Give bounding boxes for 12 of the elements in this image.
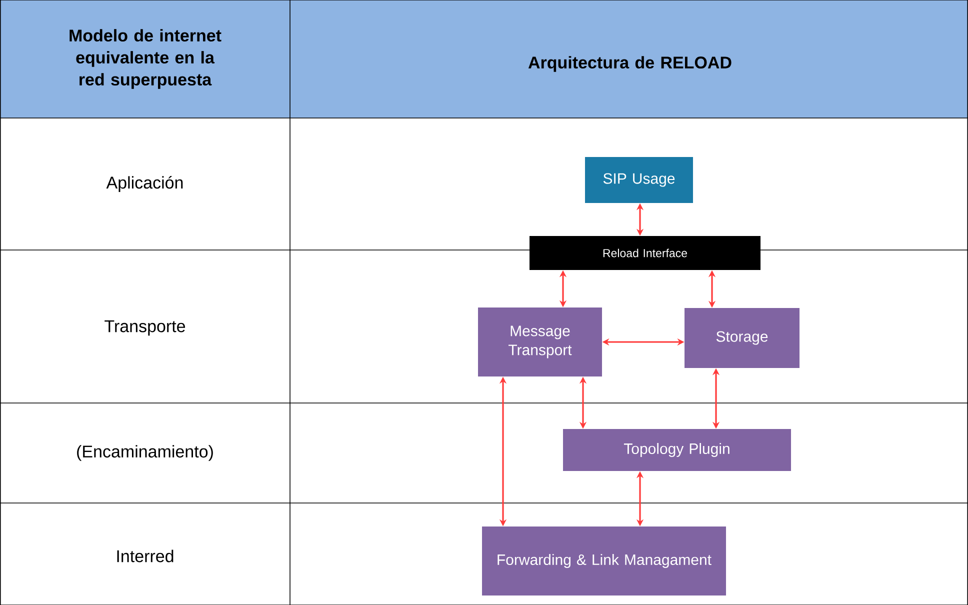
process-box: Storage — [684, 308, 800, 368]
interface-bar: Reload Interface — [530, 236, 760, 270]
layer-name: Aplicación — [106, 176, 183, 192]
layer-name: Interred — [117, 550, 174, 562]
column-header: Modelo de internet equivalente en la red superpuesta — [70, 29, 222, 89]
layer-name: (Encaminamiento) — [77, 445, 213, 461]
process-box: Message Transport — [478, 308, 602, 376]
process-box: Topology Plugin — [563, 429, 791, 471]
process-box: SIP Usage — [585, 157, 693, 203]
layer-name: Transporte — [104, 320, 186, 336]
column-header: Arquitectura de RELOAD — [528, 56, 732, 72]
process-box: Forwarding & Link Managament — [482, 526, 726, 596]
